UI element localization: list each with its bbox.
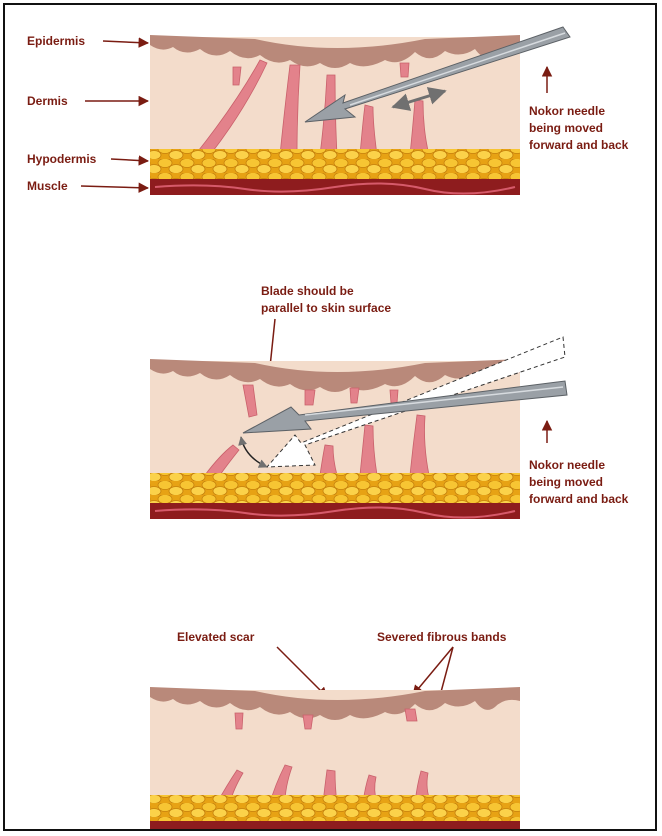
muscle-layer	[150, 821, 520, 829]
hypodermis-layer	[150, 149, 520, 179]
label-hypodermis: Hypodermis	[27, 152, 97, 166]
panel-3: Elevated scar Severed fibrous bands	[150, 630, 520, 829]
svg-text:Nokor needle: Nokor needle	[529, 458, 605, 472]
label-dermis: Dermis	[27, 94, 68, 108]
arrow-icon	[81, 186, 148, 188]
label-elevated-scar: Elevated scar	[177, 630, 255, 644]
figure-frame: Epidermis Dermis Hypodermis Muscle Nokor…	[3, 3, 657, 831]
diagram-canvas: Epidermis Dermis Hypodermis Muscle Nokor…	[5, 5, 655, 829]
svg-text:being moved: being moved	[529, 475, 603, 489]
label-severed-bands: Severed fibrous bands	[377, 630, 507, 644]
arrow-icon	[103, 41, 148, 43]
arrow-icon	[111, 159, 148, 161]
svg-text:Nokor needle: Nokor needle	[529, 104, 605, 118]
hypodermis-layer	[150, 473, 520, 503]
blade-caption: Blade should be parallel to skin surface	[261, 284, 391, 315]
svg-text:forward and back: forward and back	[529, 138, 629, 152]
needle-caption-2: Nokor needle being moved forward and bac…	[529, 458, 629, 506]
svg-text:forward and back: forward and back	[529, 492, 629, 506]
arrow-icon	[277, 647, 327, 697]
hypodermis-layer	[150, 795, 520, 821]
panel-1: Epidermis Dermis Hypodermis Muscle Nokor…	[27, 27, 629, 195]
svg-text:parallel to skin surface: parallel to skin surface	[261, 301, 391, 315]
svg-text:Blade should be: Blade should be	[261, 284, 354, 298]
label-muscle: Muscle	[27, 179, 68, 193]
needle-caption-1: Nokor needle being moved forward and bac…	[529, 104, 629, 152]
panel-2: Blade should be parallel to skin surface	[150, 284, 629, 519]
label-epidermis: Epidermis	[27, 34, 85, 48]
svg-text:being moved: being moved	[529, 121, 603, 135]
layer-labels: Epidermis Dermis Hypodermis Muscle	[27, 34, 148, 193]
skin-section-3	[150, 687, 520, 829]
